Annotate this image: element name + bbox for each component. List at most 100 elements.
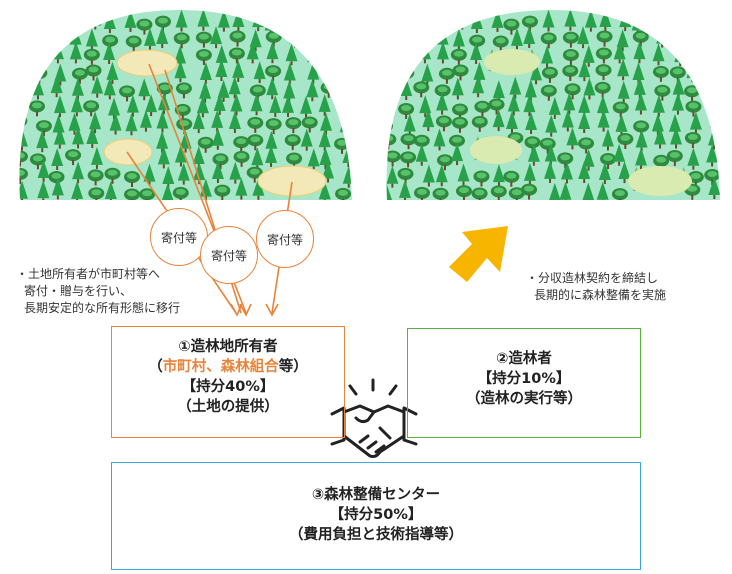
cedar-tree [342,25,352,48]
cedar-tree [19,10,28,33]
landowner-role: （土地の提供） [177,399,279,415]
cedar-tree [197,10,210,31]
round-tree [503,170,520,187]
cedar-tree [318,93,331,116]
note-line: 寄付・贈与を行い、 [24,284,133,298]
cedar-tree [706,10,719,30]
cedar-tree [386,182,393,200]
cedar-tree [143,27,156,50]
cedar-tree [215,59,228,82]
cedar-tree [386,95,396,118]
round-tree [435,115,452,132]
cedar-tree [470,41,483,64]
cedar-tree [652,43,665,66]
cedar-tree [300,128,313,151]
round-tree [87,169,104,186]
cedar-tree [199,61,212,84]
note-line: ・土地所有者が市町村等へ [16,267,161,281]
cedar-tree [211,160,224,183]
cedar-tree [527,143,540,166]
round-tree [413,186,430,200]
round-tree [684,132,701,149]
center-share: 【持分50%】 [329,507,423,523]
round-tree [197,136,214,153]
cedar-tree [339,10,352,30]
bare-patch [116,49,178,77]
cedar-tree [37,180,50,200]
round-tree [337,52,352,69]
cedar-tree [400,78,413,101]
cedar-tree [618,161,631,184]
cedar-tree [566,127,579,150]
round-tree [85,64,102,81]
cedar-tree [37,25,50,48]
round-tree [173,32,190,49]
round-tree [492,35,509,52]
cedar-tree [690,10,703,30]
round-tree [432,187,449,200]
round-tree [452,64,469,81]
cedar-tree [85,28,98,51]
round-tree [562,31,579,48]
round-tree [301,116,318,133]
cedar-tree [177,162,190,185]
round-tree [612,101,629,118]
cedar-tree [561,161,574,184]
cedar-tree [652,94,665,117]
round-tree [124,171,141,188]
cedar-tree [32,77,45,100]
round-tree [233,150,250,167]
cedar-tree [597,109,610,132]
round-tree [172,186,189,200]
cedar-tree [635,147,648,170]
cedar-tree [103,77,116,100]
cedar-tree [710,61,720,84]
round-tree [471,115,488,132]
cedar-tree [175,10,188,32]
round-tree [704,169,720,186]
cedar-tree [51,177,64,200]
round-tree [562,64,579,81]
cedar-tree [559,181,572,200]
round-tree [471,187,488,200]
note-line: 長期安定的な所有形態に移行 [24,301,181,315]
round-tree [233,136,250,153]
cedar-tree [50,75,63,98]
cedar-tree [318,181,331,200]
cedar-tree [19,95,27,118]
round-tree [246,166,263,183]
cedar-tree [72,161,85,184]
round-tree [195,49,212,66]
round-tree [67,14,84,31]
round-tree [473,170,490,187]
cedar-tree [228,76,241,99]
round-tree [416,32,433,49]
round-tree [596,30,613,47]
cedar-tree [300,95,313,118]
cedar-tree [510,27,523,50]
cedar-tree [103,41,116,64]
cedar-tree [71,180,84,200]
round-tree [455,185,472,200]
cedar-tree [415,12,428,35]
cedar-tree [398,179,411,200]
round-tree [413,81,430,98]
round-tree [600,152,617,169]
cedar-tree [199,80,212,103]
round-tree [316,52,333,69]
cedar-tree [156,130,169,153]
cedar-tree [523,162,536,185]
round-tree [400,151,417,168]
cedar-tree [322,160,335,183]
cedar-tree [415,143,428,166]
cedar-tree [109,112,122,135]
cedar-tree [285,43,298,66]
round-tree [212,153,229,170]
cedar-tree [578,59,591,82]
cedar-tree [710,97,720,120]
cedar-tree [91,75,104,98]
cedar-tree [145,94,158,117]
round-tree [669,15,686,32]
cedar-tree [709,25,720,48]
cedar-tree [545,114,558,137]
